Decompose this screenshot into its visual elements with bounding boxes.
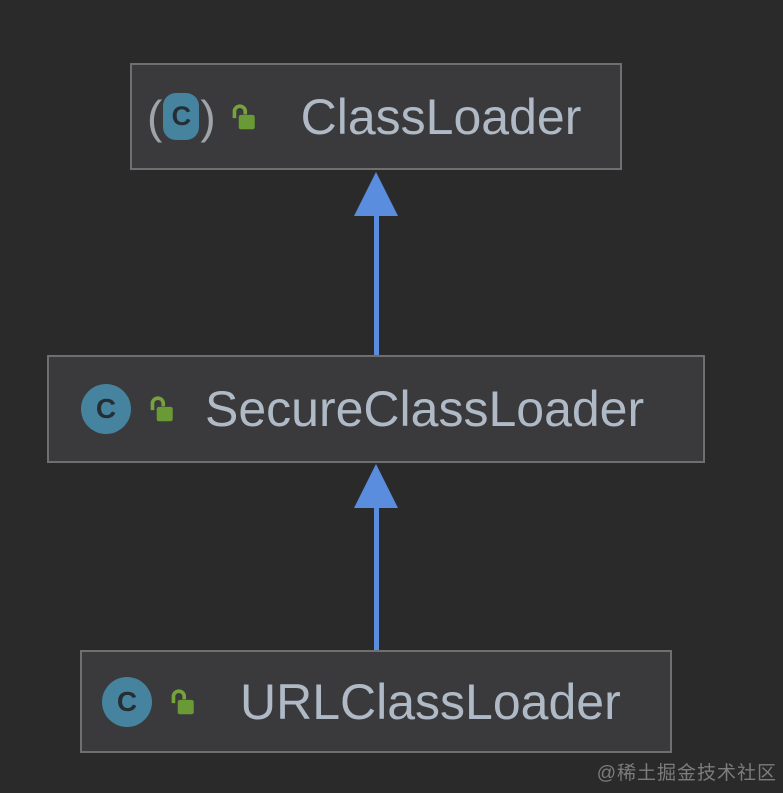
paren-right: ): [200, 90, 216, 143]
unlocked-icon: [232, 103, 255, 129]
inheritance-arrowhead: [354, 172, 398, 216]
class-name-label: URLClassLoader: [240, 673, 621, 730]
class-icon: C: [81, 384, 131, 434]
paren-left: (: [147, 90, 163, 143]
watermark: @稀土掘金技术社区: [596, 763, 777, 784]
unlocked-icon: [150, 396, 173, 422]
class-icon-letter: C: [171, 101, 192, 131]
class-node-classloader[interactable]: ( C ) ClassLoader: [130, 63, 622, 170]
class-node-secureclassloader[interactable]: C SecureClassLoader: [47, 355, 705, 463]
secureclassloader-icon-group: C: [81, 384, 177, 434]
class-node-urlclassloader[interactable]: C URLClassLoader: [80, 650, 672, 753]
class-icon-letter: C: [116, 685, 138, 717]
unlocked-icon: [171, 688, 194, 714]
urlclassloader-icon-group: C: [102, 676, 198, 727]
class-icon: C: [102, 676, 152, 727]
class-name-label: ClassLoader: [300, 88, 582, 145]
classloader-icon-group: ( C ): [146, 93, 259, 140]
inheritance-arrowhead: [354, 464, 398, 508]
class-icon-letter: C: [95, 393, 117, 424]
class-icon: C: [163, 93, 200, 140]
inheritance-arrow-line: [374, 213, 379, 355]
class-name-label: SecureClassLoader: [205, 381, 645, 437]
inheritance-arrow-line: [374, 506, 379, 650]
